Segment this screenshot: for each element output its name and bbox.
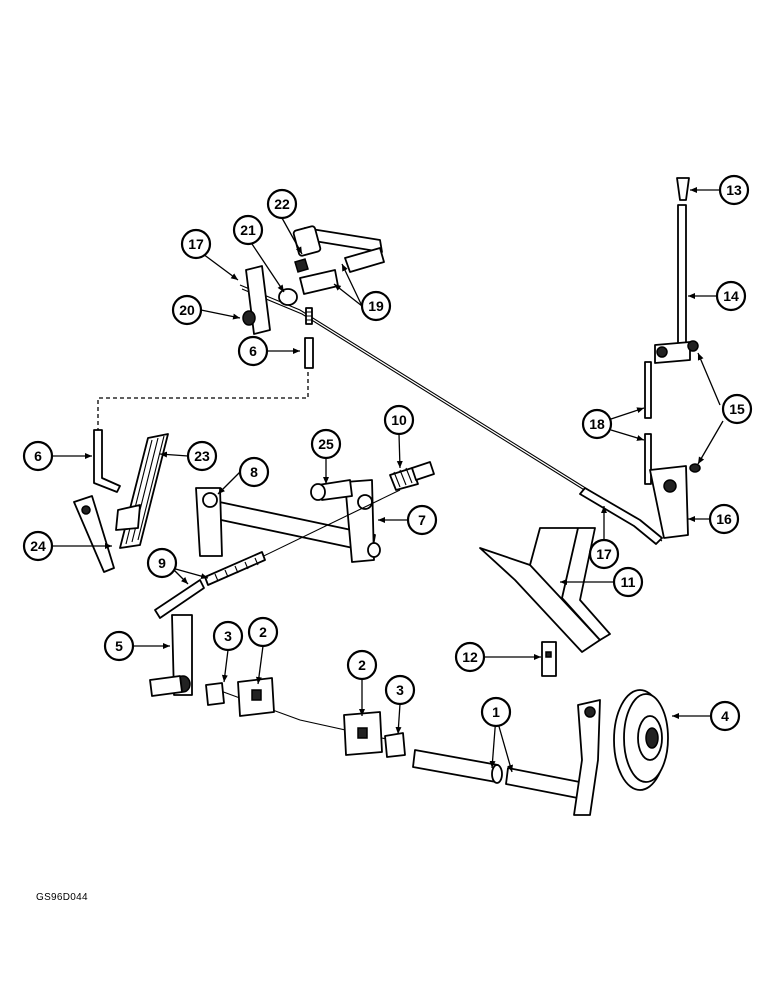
svg-text:3: 3 (224, 628, 232, 644)
callout-16: 16 (708, 503, 740, 535)
svg-text:23: 23 (194, 448, 210, 464)
svg-text:2: 2 (358, 657, 366, 673)
callout-22: 22 (266, 188, 298, 220)
svg-text:2: 2 (259, 624, 267, 640)
svg-text:8: 8 (250, 464, 258, 480)
callout-2a: 2 (247, 616, 279, 648)
svg-text:20: 20 (179, 302, 195, 318)
figure-code: GS96D044 (36, 892, 88, 903)
svg-text:19: 19 (368, 298, 384, 314)
svg-text:22: 22 (274, 196, 290, 212)
callout-9: 9 (146, 547, 178, 579)
lever-bracket (644, 340, 701, 539)
callout-13: 13 (718, 174, 750, 206)
svg-text:5: 5 (115, 638, 123, 654)
callout-17a: 17 (180, 228, 212, 260)
shift-lever (676, 177, 690, 346)
svg-text:4: 4 (721, 708, 729, 724)
clip (541, 641, 557, 677)
svg-text:25: 25 (318, 436, 334, 452)
svg-text:21: 21 (240, 222, 256, 238)
svg-text:7: 7 (418, 512, 426, 528)
callout-19: 19 (360, 290, 392, 322)
callout-4: 4 (709, 700, 741, 732)
svg-text:14: 14 (723, 288, 739, 304)
svg-text:3: 3 (396, 682, 404, 698)
callout-6a: 6 (237, 335, 269, 367)
threaded-rod (154, 489, 401, 619)
idler-assembly (205, 677, 406, 758)
callout-10: 10 (383, 404, 415, 436)
callout-8: 8 (238, 456, 270, 488)
cross-shaft-assembly (195, 461, 435, 563)
gusset-plate (73, 495, 115, 573)
svg-text:15: 15 (729, 401, 745, 417)
svg-text:10: 10 (391, 412, 407, 428)
callout-5: 5 (103, 630, 135, 662)
svg-text:6: 6 (249, 343, 257, 359)
svg-text:17: 17 (188, 236, 204, 252)
callout-12: 12 (454, 641, 486, 673)
shield (479, 527, 611, 653)
callout-18: 18 (581, 408, 613, 440)
svg-text:24: 24 (30, 538, 46, 554)
svg-text:16: 16 (716, 511, 732, 527)
svg-text:17: 17 (596, 546, 612, 562)
callout-24: 24 (22, 530, 54, 562)
callout-15: 15 (721, 393, 753, 425)
callout-6b: 6 (22, 440, 54, 472)
svg-text:1: 1 (492, 704, 500, 720)
callout-21: 21 (232, 214, 264, 246)
tube-shaft (412, 749, 591, 801)
lever-arm (149, 614, 193, 697)
callout-17b: 17 (588, 538, 620, 570)
callout-3b: 3 (384, 674, 416, 706)
linkage-rod (93, 337, 314, 493)
svg-text:18: 18 (589, 416, 605, 432)
svg-text:9: 9 (158, 555, 166, 571)
upper-bracket-assembly (242, 225, 385, 335)
callout-7: 7 (406, 504, 438, 536)
callout-25: 25 (310, 428, 342, 460)
svg-text:11: 11 (621, 574, 636, 590)
pedal-plate (115, 433, 169, 549)
callout-2b: 2 (346, 649, 378, 681)
callout-3a: 3 (212, 620, 244, 652)
callout-14: 14 (715, 280, 747, 312)
callout-1: 1 (480, 696, 512, 728)
callout-23: 23 (186, 440, 218, 472)
idler-pulley (573, 689, 669, 816)
callout-20: 20 (171, 294, 203, 326)
svg-text:13: 13 (726, 182, 742, 198)
callout-11: 11 (612, 566, 644, 598)
svg-text:6: 6 (34, 448, 42, 464)
svg-text:12: 12 (462, 649, 478, 665)
